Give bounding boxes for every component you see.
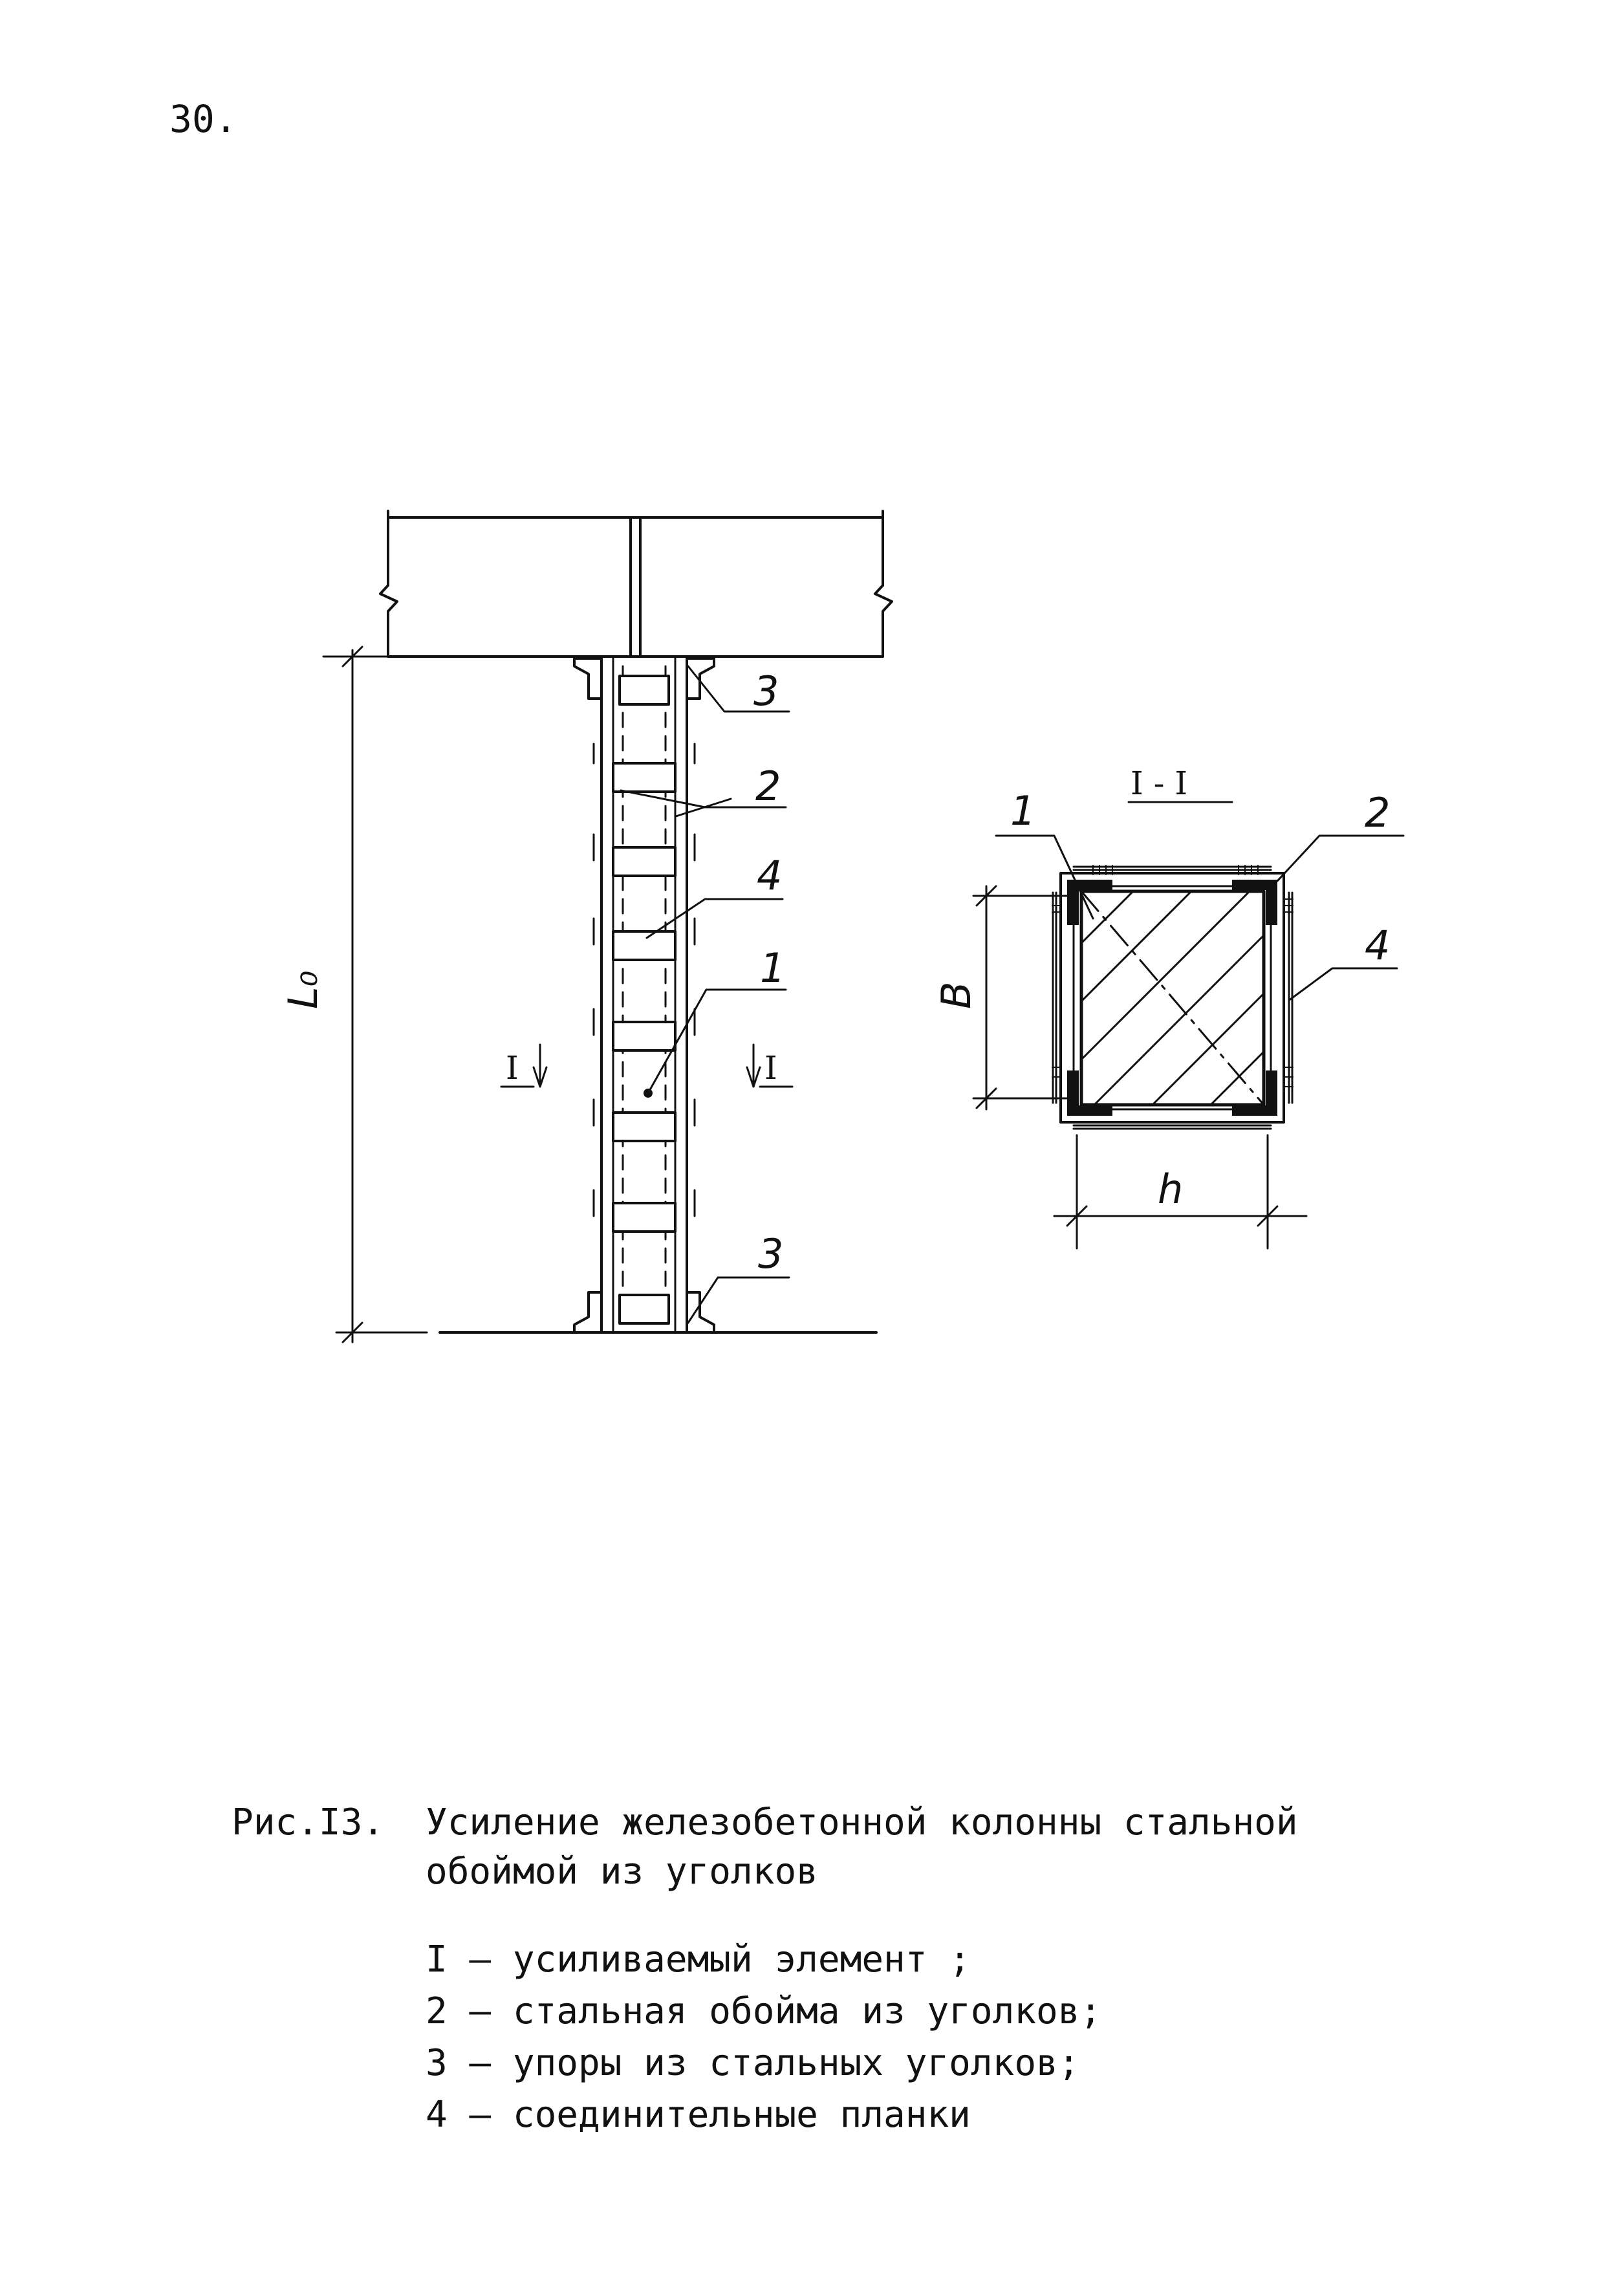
callout-stop-top: 3 (753, 668, 779, 715)
legend-text: соединительные планки (512, 2094, 971, 2136)
cross-section (972, 801, 1405, 1250)
section-callout-cage: 2 (1365, 789, 1390, 836)
section-callout-plate: 4 (1365, 922, 1390, 969)
height-label: L₀ (279, 971, 327, 1009)
section-mark-left-label: I (506, 1049, 519, 1087)
section-mark-left (500, 1043, 548, 1088)
weld-marks (1052, 865, 1294, 1087)
section-leaders (995, 834, 1405, 1001)
legend-text: упоры из стальных уголков; (512, 2042, 1080, 2084)
callout-plate: 4 (757, 852, 782, 899)
section-mark-right-label: I (764, 1049, 777, 1087)
height-dimension (322, 646, 428, 1343)
corner-angles (1067, 880, 1277, 1116)
figure-legend: I – усиливаемый элемент ; 2 – стальная о… (426, 1934, 1101, 2141)
callout-angle-cage: 2 (755, 763, 781, 810)
dim-height-label: B (933, 981, 980, 1009)
column-elevation (322, 510, 893, 1343)
figure-title: Усиление железобетонной колонны стальной… (426, 1798, 1525, 1896)
elevation-leaders (620, 665, 790, 1324)
section-title: I - I (1131, 765, 1187, 802)
page-number: 30. (169, 97, 237, 141)
legend-item: I – усиливаемый элемент ; (426, 1939, 971, 1981)
callout-stop-bottom: 3 (758, 1230, 783, 1277)
figure-title-line2: обоймой из уголков (426, 1851, 818, 1893)
figure-number: Рис.I3. (232, 1801, 385, 1843)
legend-text: усиливаемый элемент ; (512, 1939, 971, 1981)
section-dimensions (972, 885, 1308, 1250)
legend-key: 4 (426, 2094, 448, 2136)
legend-item: 3 – упоры из стальных уголков; (426, 2042, 1080, 2084)
concrete-hatching (1080, 890, 1265, 1106)
legend-key: 2 (426, 1990, 448, 2032)
legend-text: стальная обойма из уголков; (512, 1990, 1102, 2032)
figure-title-line1: Усиление железобетонной колонны стальной (426, 1801, 1298, 1843)
top-stops (573, 657, 715, 700)
legend-key: 3 (426, 2042, 448, 2084)
legend-item: 2 – стальная обойма из уголков; (426, 1990, 1102, 2032)
section-mark-right (746, 1043, 794, 1088)
legend-item: 4 – соединительные планки (426, 2094, 971, 2136)
dim-width-label: h (1158, 1166, 1183, 1213)
legend-key: I (426, 1939, 448, 1981)
section-callout-element: 1 (1010, 787, 1035, 834)
callout-element: 1 (760, 944, 785, 992)
connecting-plates (612, 675, 677, 1325)
beam (379, 510, 893, 658)
